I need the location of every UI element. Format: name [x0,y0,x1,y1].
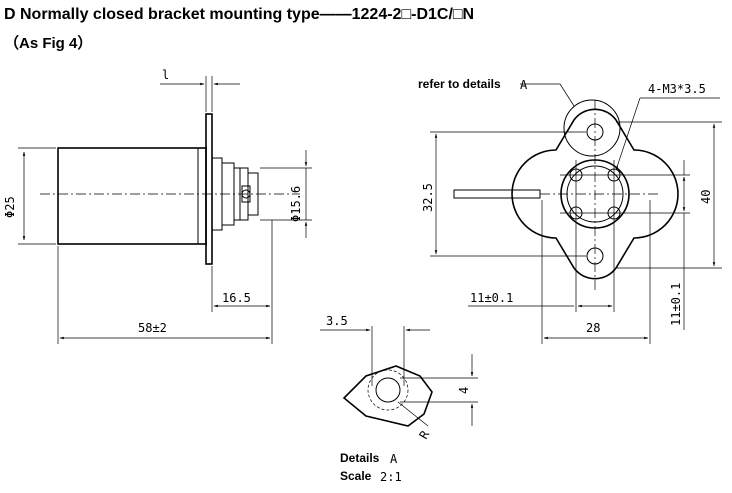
detail-view: R 3.5 4 Details A Scale 2:1 [320,314,478,484]
solenoid-body [57,147,207,245]
detail-caption-letter: A [390,452,398,466]
front-view: refer to details A 4-M3*3.5 32.5 40 11±0… [418,77,722,344]
side-view: l Φ25 Φ15.6 16.5 58±2 [3,68,312,344]
detail-hole [375,377,401,403]
dim-height-outer: 40 [699,190,713,204]
dim-height-inner: 32.5 [421,183,435,212]
detail-callout-circle [563,99,621,157]
dim-body-diameter: Φ25 [3,196,17,218]
dim-height-tolerance: 11±0.1 [669,283,683,326]
dim-total-length: 58±2 [138,321,167,335]
dim-shaft-length: 16.5 [222,291,251,305]
refer-letter: A [520,78,528,92]
scale-label: Scale [340,469,372,483]
detail-radius-label: R [416,428,432,442]
lead-wire [453,189,541,199]
dim-width: 28 [586,321,600,335]
drawing-subtitle: （As Fig 4） [4,35,93,52]
dim-shaft-diameter: Φ15.6 [289,186,303,222]
drawing-title: D Normally closed bracket mounting type—… [4,6,475,23]
detail-shape [342,365,433,427]
scale-value: 2:1 [380,470,402,484]
dim-width-tolerance: 11±0.1 [470,291,513,305]
refer-details-label: refer to details [418,77,501,91]
hole-spec-label: 4-M3*3.5 [648,82,706,96]
detail-caption: Details [340,451,380,465]
dim-top-label: l [162,68,169,82]
mounting-bracket [205,113,213,265]
detail-dim-height: 4 [457,387,471,394]
detail-dim-width: 3.5 [326,314,348,328]
